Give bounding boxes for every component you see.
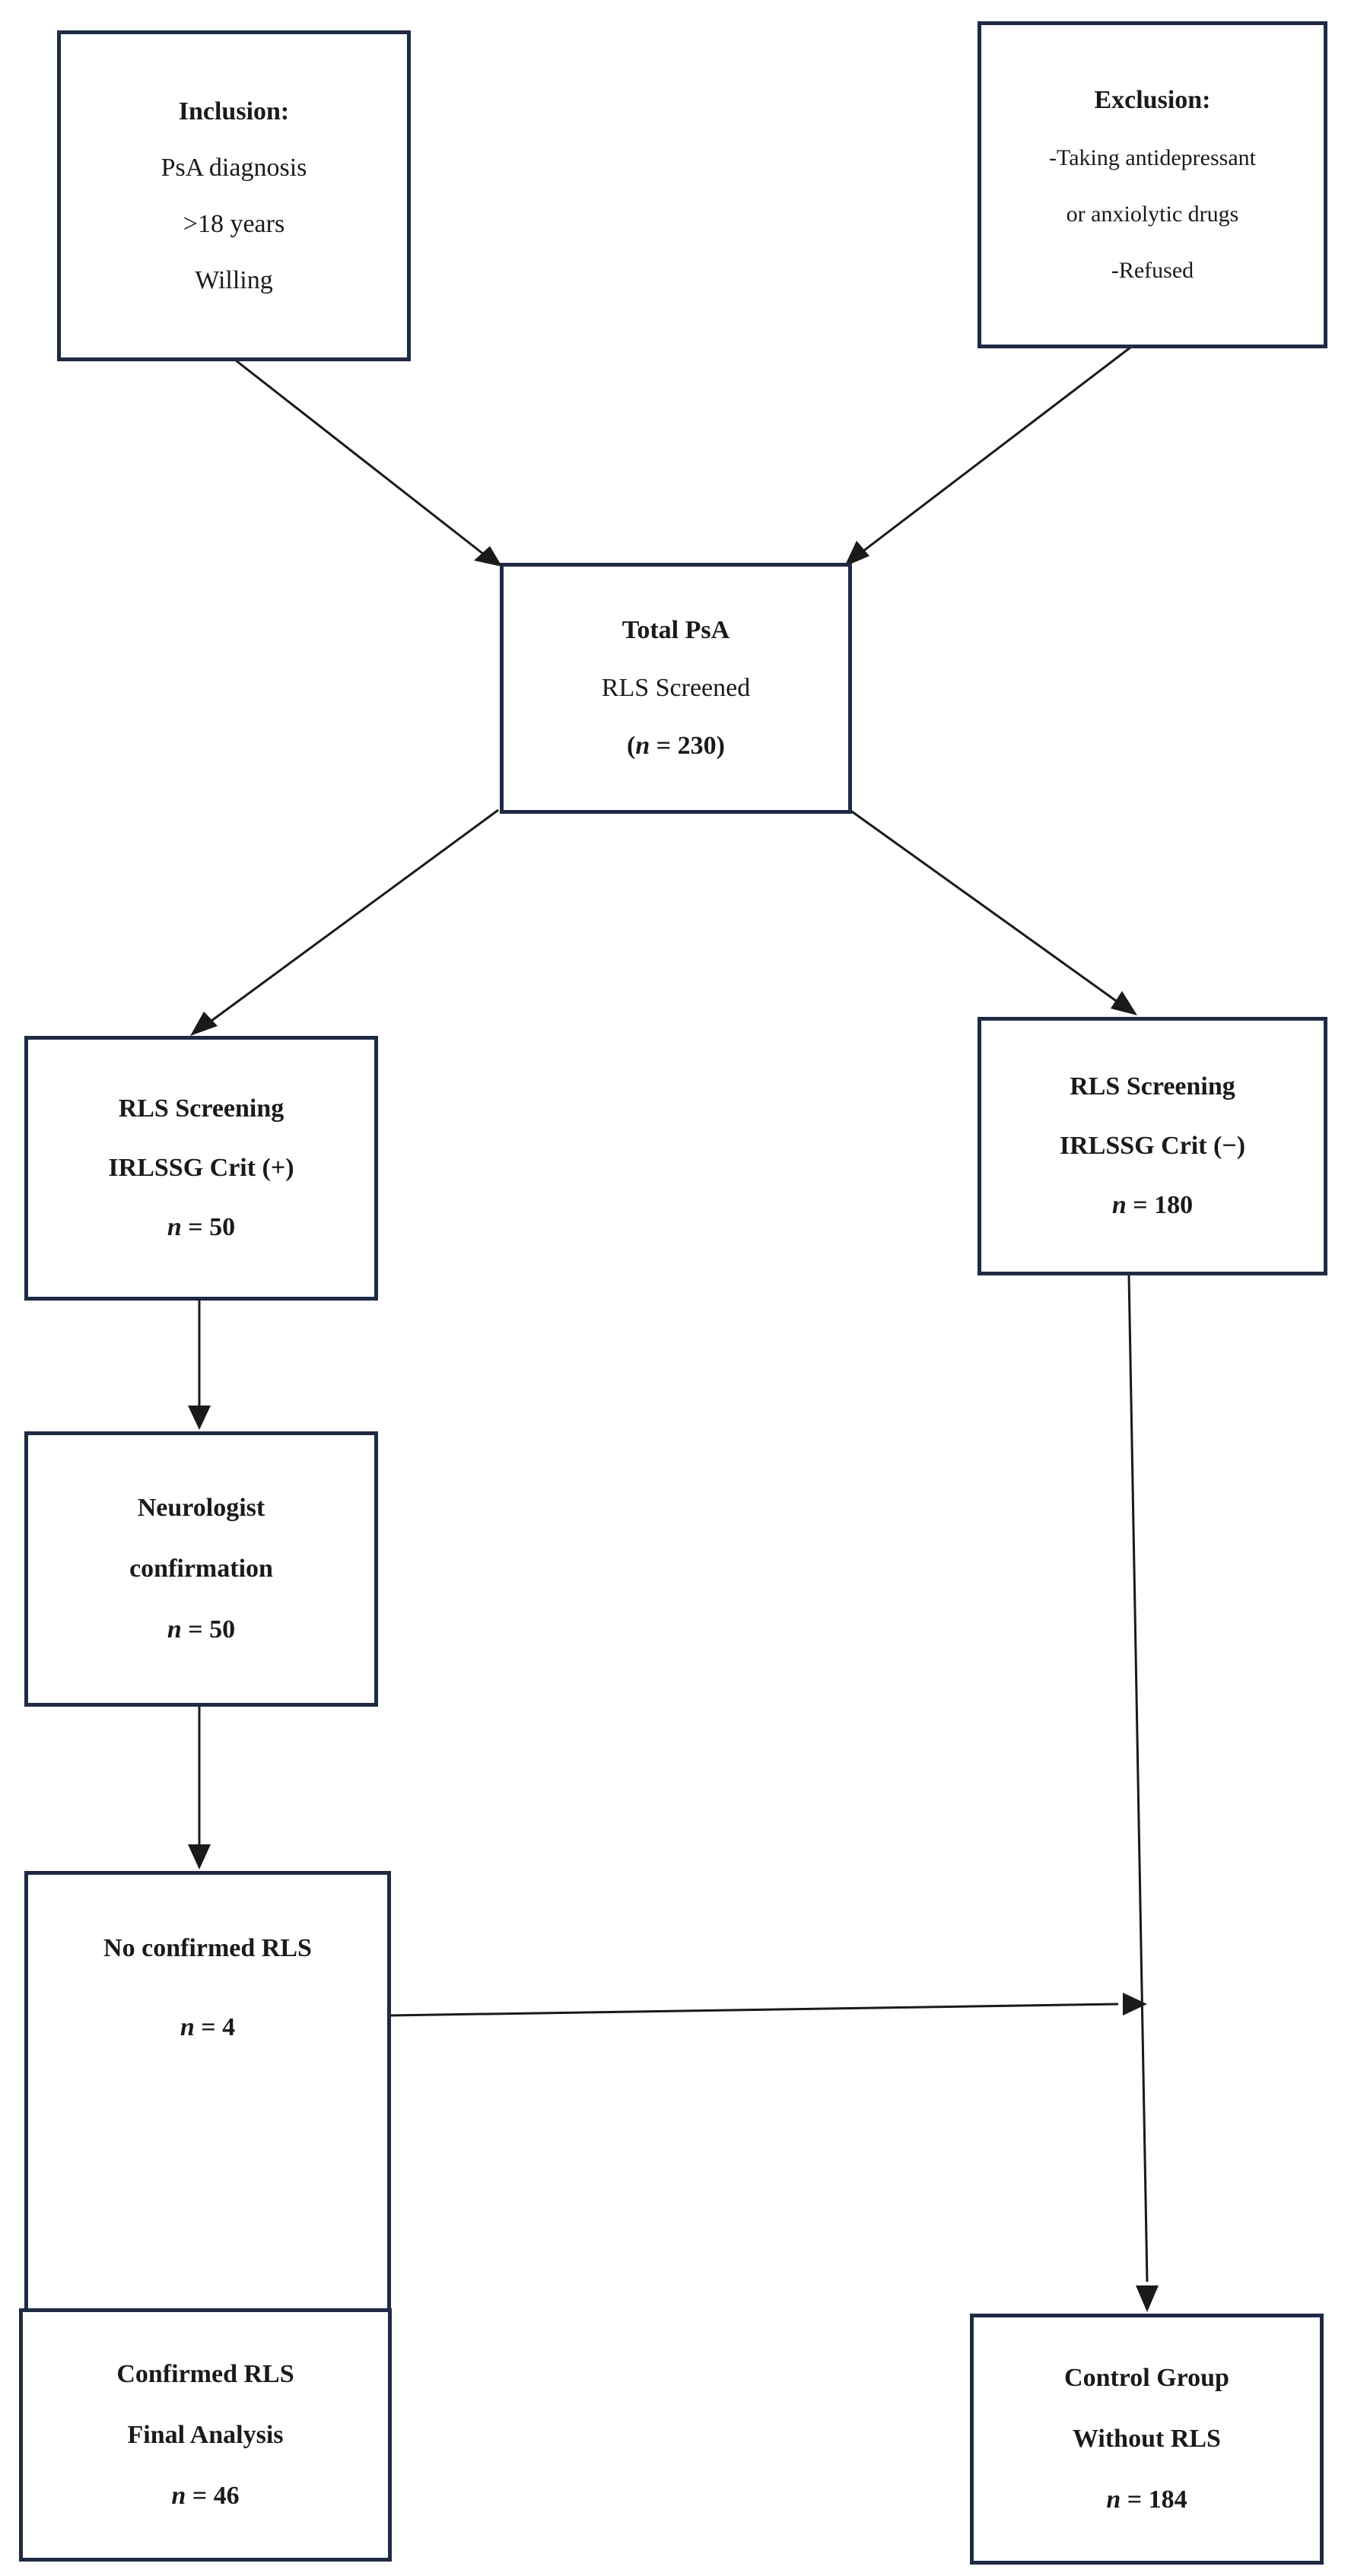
exclusion-line-2: or anxiolytic drugs	[1066, 202, 1239, 227]
no-confirmed-count-rest: = 4	[194, 2013, 236, 2041]
no-confirmed-box: No confirmed RLS n = 4	[24, 1871, 391, 2341]
confirmed-count-rest: = 46	[186, 2481, 240, 2510]
confirmed-line-2: Final Analysis	[127, 2420, 284, 2449]
neurologist-count-var: n	[167, 1615, 182, 1644]
screen-negative-box: RLS Screening IRLSSG Crit (−) n = 180	[977, 1017, 1327, 1275]
confirmed-line-1: Confirmed RLS	[116, 2359, 294, 2388]
exclusion-box: Exclusion: -Taking antidepressant or anx…	[977, 21, 1327, 348]
inclusion-box: Inclusion: PsA diagnosis >18 years Willi…	[57, 30, 411, 361]
arrowhead-neuro	[188, 1406, 211, 1430]
total-count-open: (	[627, 732, 636, 760]
total-count: (n = 230)	[627, 733, 725, 759]
control-count-var: n	[1106, 2485, 1121, 2514]
neurologist-line-2: confirmation	[129, 1555, 273, 1583]
confirmed-count-var: n	[171, 2481, 186, 2510]
arrow-total-to-screen-pos	[205, 808, 499, 1027]
screen-positive-box: RLS Screening IRLSSG Crit (+) n = 50	[24, 1036, 378, 1301]
inclusion-line-3: Willing	[195, 265, 273, 294]
arrowhead-no-confirmed	[188, 1844, 211, 1869]
screen-negative-count: n = 180	[1112, 1193, 1193, 1218]
no-confirmed-count: n = 4	[180, 2015, 235, 2041]
total-count-var: n	[635, 732, 650, 760]
confirmed-count: n = 46	[171, 2481, 240, 2510]
arrow-exclusion-to-total	[855, 341, 1138, 558]
exclusion-title: Exclusion:	[1094, 86, 1211, 114]
inclusion-title: Inclusion:	[178, 97, 290, 125]
neurologist-count-rest: = 50	[181, 1615, 236, 1644]
neurologist-line-1: Neurologist	[137, 1494, 265, 1522]
total-line: RLS Screened	[601, 674, 751, 702]
total-title: Total PsA	[621, 616, 730, 644]
no-confirmed-line-1: No confirmed RLS	[103, 1934, 312, 1962]
screen-negative-count-rest: = 180	[1126, 1191, 1194, 1219]
screen-positive-count: n = 50	[167, 1215, 235, 1240]
screen-positive-count-var: n	[167, 1213, 182, 1241]
arrowhead-control	[1136, 2285, 1159, 2312]
total-count-rest: = 230)	[650, 732, 725, 760]
no-confirmed-count-var: n	[180, 2013, 195, 2041]
screen-positive-count-rest: = 50	[181, 1213, 236, 1241]
arrowhead-screen-neg	[1111, 991, 1137, 1015]
line-screen-neg-to-control	[1127, 1274, 1149, 2282]
exclusion-line-1: -Taking antidepressant	[1049, 145, 1256, 170]
arrow-inclusion-to-total	[231, 356, 488, 558]
arrowhead-control-join	[1123, 1993, 1147, 2015]
control-line-1: Control Group	[1064, 2364, 1229, 2392]
arrow-no-confirmed-to-control-line	[389, 2003, 1119, 2017]
inclusion-line-1: PsA diagnosis	[161, 153, 307, 182]
control-line-2: Without RLS	[1073, 2425, 1221, 2453]
arrowhead-total-left	[474, 546, 502, 567]
screen-positive-line-1: RLS Screening	[118, 1094, 285, 1123]
control-count-rest: = 184	[1121, 2485, 1187, 2514]
neurologist-box: Neurologist confirmation n = 50	[24, 1431, 378, 1707]
inclusion-line-2: >18 years	[183, 209, 285, 238]
screen-positive-line-2: IRLSSG Crit (+)	[108, 1154, 294, 1182]
arrowhead-screen-pos	[190, 1012, 218, 1036]
screen-negative-line-1: RLS Screening	[1070, 1072, 1235, 1101]
arrow-total-to-screen-neg	[849, 808, 1119, 1004]
control-count: n = 184	[1106, 2487, 1187, 2513]
neurologist-count: n = 50	[167, 1617, 235, 1643]
screen-negative-line-2: IRLSSG Crit (−)	[1059, 1132, 1246, 1160]
screen-negative-count-var: n	[1111, 1191, 1127, 1219]
arrowhead-total-right	[844, 541, 869, 567]
control-box: Control Group Without RLS n = 184	[970, 2314, 1324, 2565]
exclusion-line-3: -Refused	[1111, 258, 1194, 283]
confirmed-box: Confirmed RLS Final Analysis n = 46	[19, 2308, 392, 2562]
total-box: Total PsA RLS Screened (n = 230)	[500, 563, 852, 814]
